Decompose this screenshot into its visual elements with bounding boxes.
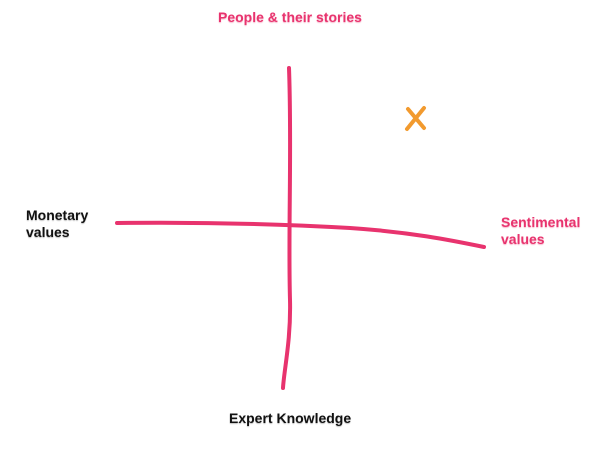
bottom-axis-label: Expert Knowledge xyxy=(229,410,352,426)
left-axis-label: Monetary values xyxy=(26,207,88,241)
horizontal-axis xyxy=(115,220,486,249)
right-label-line2: values xyxy=(501,231,545,247)
top-axis-label: People & their stories xyxy=(218,9,362,25)
right-label-line1: Sentimental xyxy=(501,214,581,230)
x-mark-icon xyxy=(405,106,426,131)
left-label-line1: Monetary xyxy=(26,207,89,223)
right-axis-label: Sentimental values xyxy=(501,214,580,248)
vertical-axis xyxy=(281,66,293,390)
left-label-line2: values xyxy=(26,224,70,240)
